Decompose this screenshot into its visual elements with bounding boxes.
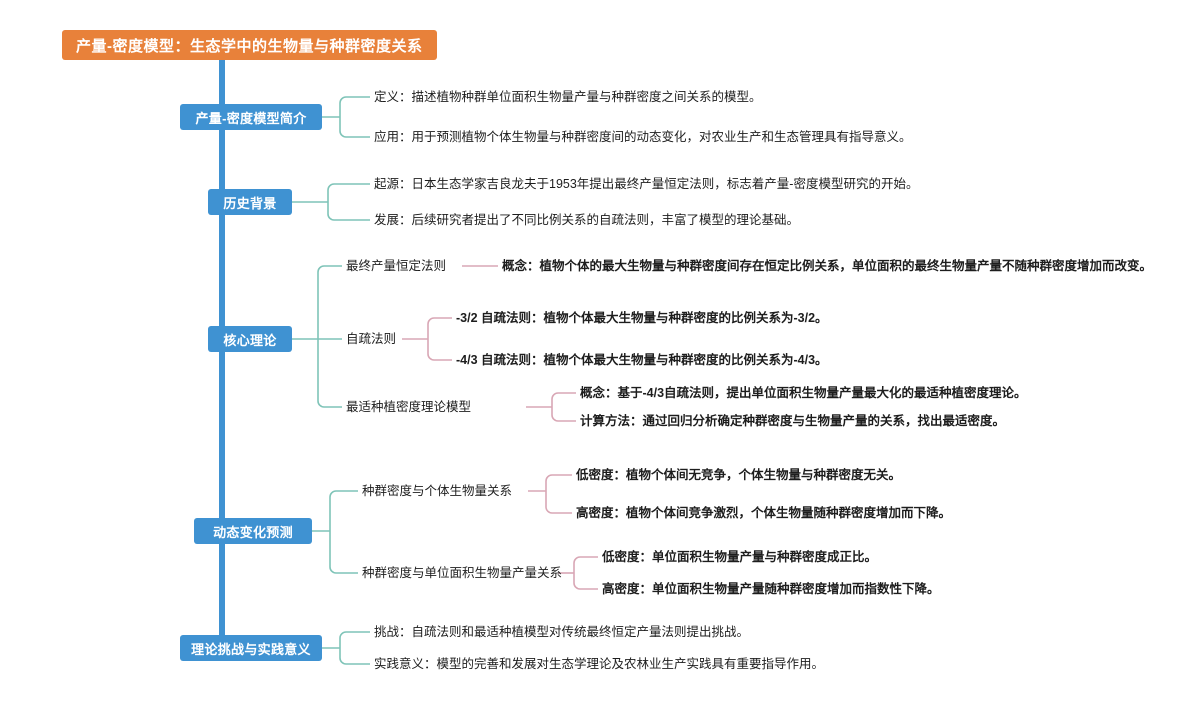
leaf-node-4-2-1[interactable]: 低密度：单位面积生物量产量与种群密度成正比。 [602,550,878,564]
leaf-node-1-1[interactable]: 定义：描述植物种群单位面积生物量产量与种群密度之间关系的模型。 [374,90,762,104]
branch-node-3-label: 核心理论 [223,332,277,348]
sub-node-3-3[interactable]: 最适种植密度理论模型 [346,400,472,414]
leaf-node-3-3-2[interactable]: 计算方法：通过回归分析确定种群密度与生物量产量的关系，找出最适密度。 [580,414,1006,428]
leaf-node-1-2[interactable]: 应用：用于预测植物个体生物量与种群密度间的动态变化，对农业生产和生态管理具有指导… [374,130,912,144]
connectors-branch-3 [292,265,342,408]
leaf-node-4-1-1[interactable]: 低密度：植物个体间无竞争，个体生物量与种群密度无关。 [576,468,902,482]
connectors-branch-2 [292,183,370,221]
leaf-node-5-2[interactable]: 实践意义：模型的完善和发展对生态学理论及农林业生产实践具有重要指导作用。 [374,657,825,671]
sub-node-3-1[interactable]: 最终产量恒定法则 [346,259,447,273]
branch-node-5-label: 理论挑战与实践意义 [191,641,311,657]
sub-node-4-2[interactable]: 种群密度与单位面积生物量产量关系 [362,566,563,580]
leaf-node-3-2-2[interactable]: -4/3 自疏法则：植物个体最大生物量与种群密度的比例关系为-4/3。 [456,353,828,367]
leaf-node-3-3-1[interactable]: 概念：基于-4/3自疏法则，提出单位面积生物量产量最大化的最适种植密度理论。 [580,386,1027,400]
branch-node-1[interactable]: 产量-密度模型简介 [180,104,322,130]
sub-node-3-2[interactable]: 自疏法则 [346,332,397,346]
leaf-node-3-2-1[interactable]: -3/2 自疏法则：植物个体最大生物量与种群密度的比例关系为-3/2。 [456,311,828,325]
root-node[interactable]: 产量-密度模型：生态学中的生物量与种群密度关系 [62,30,437,60]
leaf-node-2-1[interactable]: 起源：日本生态学家吉良龙夫于1953年提出最终产量恒定法则，标志着产量-密度模型… [374,177,919,191]
branch-node-5[interactable]: 理论挑战与实践意义 [180,635,322,661]
sub-node-4-1[interactable]: 种群密度与个体生物量关系 [362,484,513,498]
leaf-node-3-1-1[interactable]: 概念：植物个体的最大生物量与种群密度间存在恒定比例关系，单位面积的最终生物量产量… [502,259,1153,273]
branch-node-4[interactable]: 动态变化预测 [194,518,312,544]
leaf-node-4-1-2[interactable]: 高密度：植物个体间竞争激烈，个体生物量随种群密度增加而下降。 [576,506,952,520]
leaf-node-2-2[interactable]: 发展：后续研究者提出了不同比例关系的自疏法则，丰富了模型的理论基础。 [374,213,800,227]
root-node-label: 产量-密度模型：生态学中的生物量与种群密度关系 [76,37,423,55]
branch-node-2-label: 历史背景 [223,195,277,211]
connectors-branch-3-leaves [402,265,576,422]
branch-node-4-label: 动态变化预测 [213,524,293,540]
leaf-node-5-1[interactable]: 挑战：自疏法则和最适种植模型对传统最终恒定产量法则提出挑战。 [374,625,750,639]
connectors-branch-4 [312,490,358,574]
branch-node-3[interactable]: 核心理论 [208,326,292,352]
leaf-node-4-2-2[interactable]: 高密度：单位面积生物量产量随种群密度增加而指数性下降。 [602,582,940,596]
branch-node-1-label: 产量-密度模型简介 [195,110,307,126]
connectors-branch-1 [322,96,370,138]
connectors-branch-5 [322,631,370,665]
branch-node-2[interactable]: 历史背景 [208,189,292,215]
spine-trunk [219,58,225,652]
